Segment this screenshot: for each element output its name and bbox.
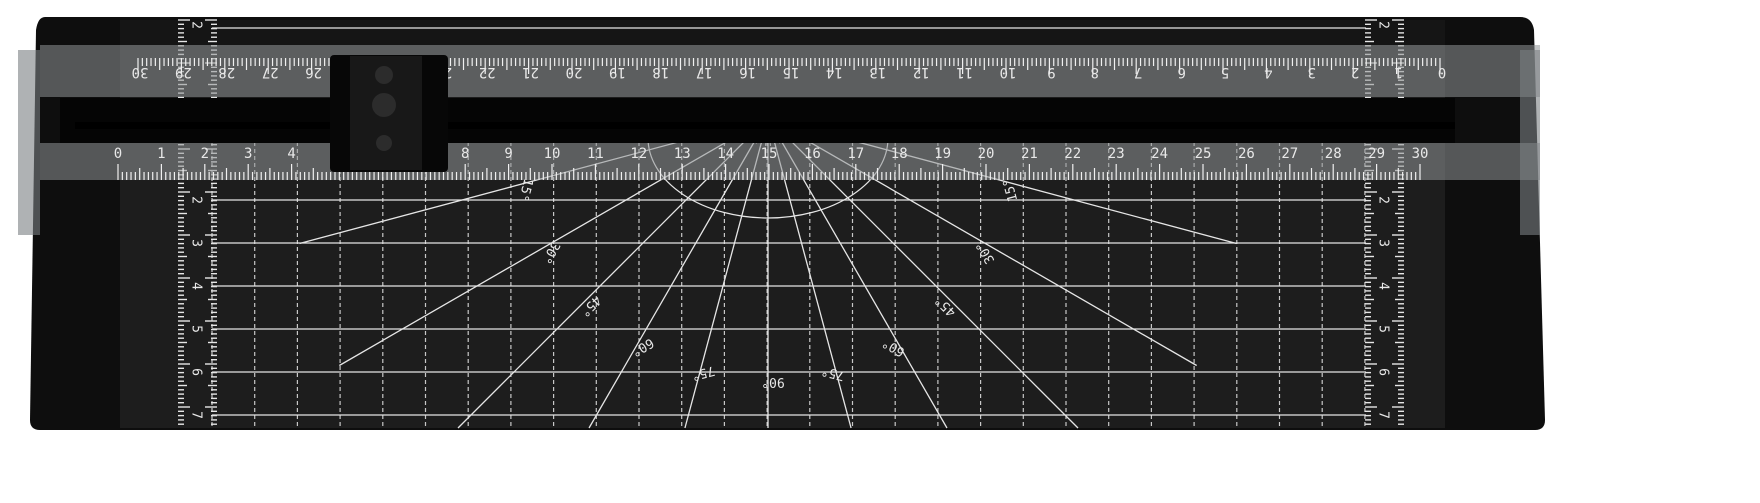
ruler-number-top: 27 xyxy=(262,64,279,80)
ruler-number-top: 9 xyxy=(1047,64,1055,80)
ruler-number-bottom: 25 xyxy=(1195,146,1212,162)
ruler-number-top: 21 xyxy=(522,64,539,80)
angle-label: 90° xyxy=(761,374,784,389)
side-ruler-label: 2 xyxy=(189,196,204,204)
ruler-number-top: 15 xyxy=(783,64,800,80)
ruler-number-bottom: 23 xyxy=(1108,146,1125,162)
screw-icon xyxy=(376,135,392,151)
side-ruler-label: 7 xyxy=(1376,411,1391,419)
ruler-slot-rail xyxy=(75,122,1455,129)
ruler-number-top: 22 xyxy=(479,64,496,80)
ruler-numbers: 0123456789101112131415161718192021222324… xyxy=(114,64,1446,162)
screw-icon xyxy=(372,93,396,117)
ruler-number-bottom: 28 xyxy=(1325,146,1342,162)
side-ruler-label: 2 xyxy=(1376,196,1391,204)
ruler-number-bottom: 1 xyxy=(157,146,165,162)
ruler-number-top: 12 xyxy=(913,64,930,80)
ruler-number-bottom: 14 xyxy=(717,146,734,162)
ruler-number-top: 10 xyxy=(1000,64,1017,80)
ruler-ticks xyxy=(117,58,1441,180)
ruler-slot xyxy=(60,98,1455,143)
cutting-grid xyxy=(211,27,1366,428)
ruler-number-top: 2 xyxy=(1351,64,1359,80)
ruler-number-top: 3 xyxy=(1308,64,1316,80)
ruler-number-bottom: 26 xyxy=(1238,146,1255,162)
angle-guides: 15°15°30°30°45°45°60°60°75°75°90° xyxy=(299,117,1237,429)
ruler-number-bottom: 21 xyxy=(1021,146,1038,162)
ruler-number-top: 14 xyxy=(826,64,843,80)
ruler-number-bottom: 13 xyxy=(674,146,691,162)
ruler-number-bottom: 10 xyxy=(544,146,561,162)
ruler-number-bottom: 29 xyxy=(1368,146,1385,162)
ruler-number-bottom: 2 xyxy=(201,146,209,162)
side-ruler-label: 3 xyxy=(189,239,204,247)
ruler-number-top: 18 xyxy=(652,64,669,80)
angle-label: 75° xyxy=(820,362,847,383)
ruler-number-top: 17 xyxy=(696,64,713,80)
angle-label: 15° xyxy=(515,177,536,204)
side-ruler-label: 7 xyxy=(189,411,204,419)
ruler-number-top: 28 xyxy=(218,64,235,80)
ruler-number-bottom: 30 xyxy=(1412,146,1429,162)
ruler-number-bottom: 11 xyxy=(587,146,604,162)
ruler-number-top: 7 xyxy=(1134,64,1142,80)
ruler-number-top: 13 xyxy=(869,64,886,80)
cutter-head[interactable] xyxy=(330,55,448,172)
side-ruler-label: 2 xyxy=(189,21,204,29)
ruler-number-top: 5 xyxy=(1221,64,1229,80)
ruler-left-end xyxy=(18,50,40,235)
ruler-top-bar xyxy=(40,45,1540,97)
side-ruler-label: 6 xyxy=(189,368,204,376)
ruler-number-bottom: 9 xyxy=(504,146,512,162)
ruler-number-top: 16 xyxy=(739,64,756,80)
ruler-number-bottom: 0 xyxy=(114,146,122,162)
ruler-number-bottom: 20 xyxy=(978,146,995,162)
angle-label: 75° xyxy=(690,362,717,383)
ruler-number-top: 6 xyxy=(1177,64,1185,80)
ruler-number-top: 20 xyxy=(566,64,583,80)
ruler-number-bottom: 12 xyxy=(630,146,647,162)
angle-label: 15° xyxy=(1001,177,1022,204)
ruler-number-bottom: 8 xyxy=(461,146,469,162)
ruler-number-top: 0 xyxy=(1438,64,1446,80)
ruler-number-bottom: 15 xyxy=(761,146,778,162)
side-ruler-label: 6 xyxy=(1376,368,1391,376)
top-strip xyxy=(120,20,1445,45)
side-ruler-label: 4 xyxy=(189,282,204,290)
ruler-right-end xyxy=(1520,50,1540,235)
ruler-number-bottom: 17 xyxy=(847,146,864,162)
ruler-number-top: 1 xyxy=(1394,64,1402,80)
ruler-number-top: 29 xyxy=(175,64,192,80)
side-ruler-label: 2 xyxy=(1376,21,1391,29)
ruler-number-bottom: 4 xyxy=(287,146,295,162)
ruler-number-bottom: 19 xyxy=(934,146,951,162)
ruler-number-bottom: 22 xyxy=(1064,146,1081,162)
ruler-number-bottom: 24 xyxy=(1151,146,1168,162)
ruler-number-bottom: 3 xyxy=(244,146,252,162)
ruler-number-bottom: 18 xyxy=(891,146,908,162)
side-ruler-label: 4 xyxy=(1376,282,1391,290)
measuring-ruler xyxy=(18,45,1540,235)
ruler-number-bottom: 16 xyxy=(804,146,821,162)
ruler-number-top: 30 xyxy=(132,64,149,80)
ruler-number-top: 8 xyxy=(1091,64,1099,80)
ruler-number-bottom: 27 xyxy=(1281,146,1298,162)
side-ruler-label: 5 xyxy=(1376,325,1391,333)
ruler-number-top: 19 xyxy=(609,64,626,80)
ruler-number-top: 4 xyxy=(1264,64,1272,80)
ruler-number-top: 26 xyxy=(305,64,322,80)
side-ruler-label: 5 xyxy=(189,325,204,333)
screw-icon xyxy=(375,66,393,84)
side-ruler-label: 3 xyxy=(1376,239,1391,247)
ruler-number-top: 11 xyxy=(956,64,973,80)
